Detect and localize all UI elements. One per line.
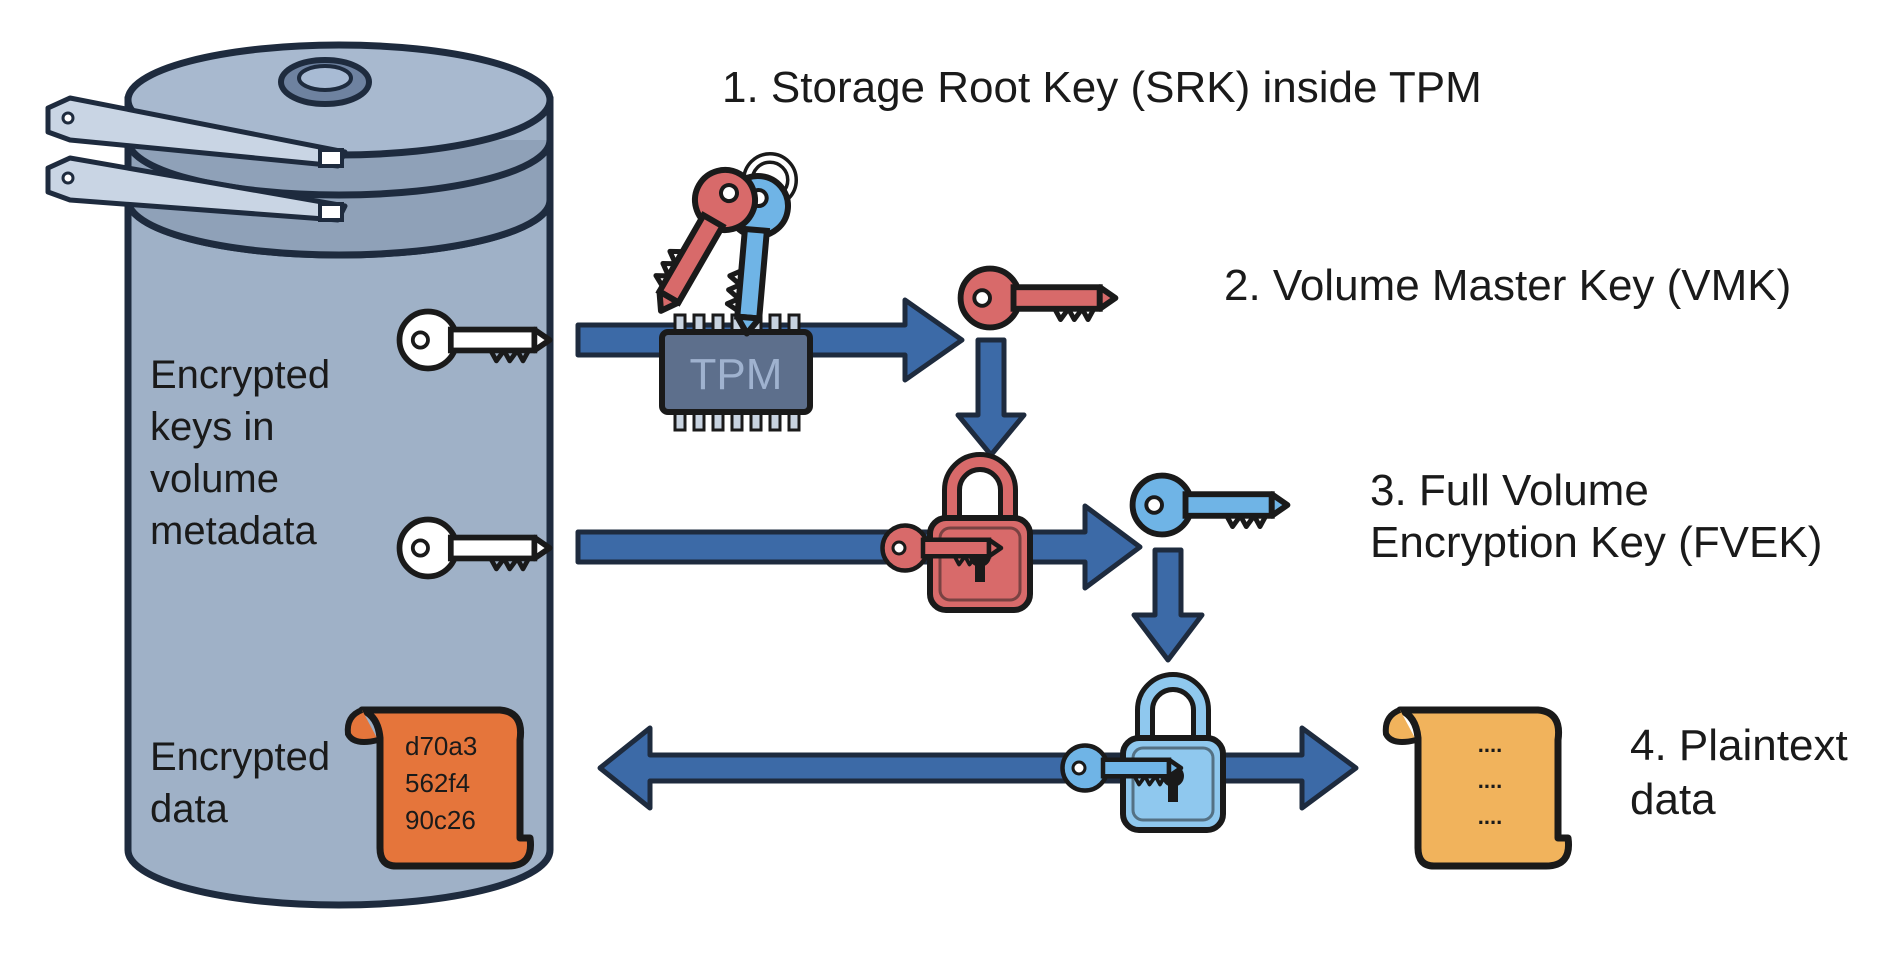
arrow-fvek-down	[1131, 547, 1205, 663]
disk-body	[124, 96, 554, 909]
tpm-label: TPM	[690, 350, 783, 399]
vmk-lock-icon	[930, 462, 1030, 610]
hard-disk-cylinder: Encrypted keys in volume metadata Encryp…	[45, 41, 554, 909]
vmk-label: 2. Volume Master Key (VMK)	[1224, 261, 1791, 310]
arrow-data-bidirectional	[597, 725, 1359, 811]
plaintext-label: 4. Plaintext data	[1630, 721, 1860, 824]
disk-arm-lower	[45, 155, 348, 223]
vmk-key-icon	[961, 269, 1116, 328]
encrypted-data-scroll-icon: d70a3 562f4 90c26	[344, 706, 535, 870]
disk-arm-upper	[45, 95, 348, 169]
srk-keys-icon	[635, 152, 798, 336]
fvek-key-icon	[1133, 476, 1288, 535]
svg-text:90c26: 90c26	[405, 805, 476, 835]
arrow-vmk-down	[955, 337, 1027, 458]
svg-text:562f4: 562f4	[405, 768, 470, 798]
fvek-lock-icon	[1123, 682, 1223, 830]
encrypted-keys-label: Encrypted keys in volume metadata	[150, 353, 341, 553]
fvek-label: 3. Full Volume Encryption Key (FVEK)	[1370, 466, 1822, 567]
arrow-vmk-to-fvek	[575, 503, 1143, 591]
svg-text:....: ....	[1478, 732, 1502, 757]
plaintext-scroll-icon: .... .... ....	[1382, 706, 1573, 870]
svg-text:....: ....	[1478, 804, 1502, 829]
svg-text:d70a3: d70a3	[405, 731, 477, 761]
encrypted-data-label: Encrypted data	[150, 735, 341, 831]
svg-text:....: ....	[1478, 768, 1502, 793]
tpm-chip-icon: TPM	[659, 313, 813, 432]
srk-label: 1. Storage Root Key (SRK) inside TPM	[722, 63, 1482, 112]
